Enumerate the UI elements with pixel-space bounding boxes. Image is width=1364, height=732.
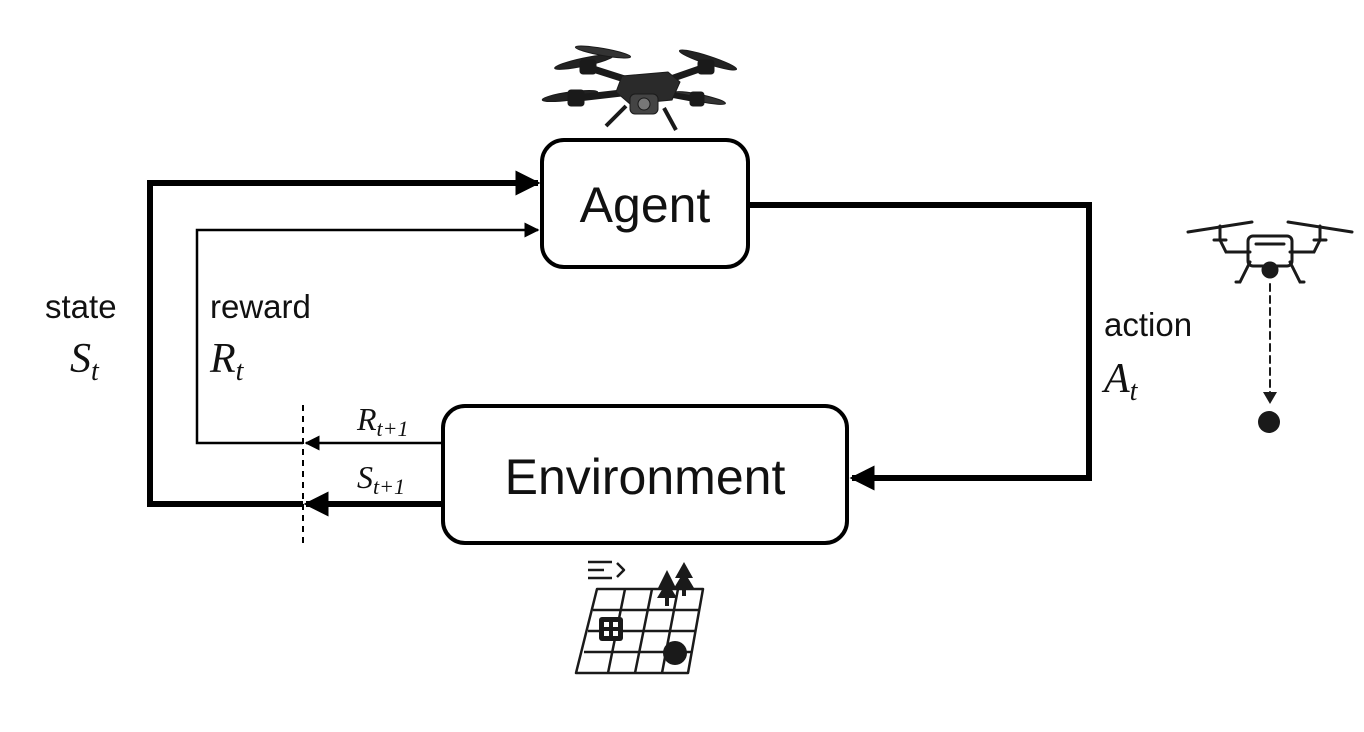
action-symbol: At [1101,356,1139,407]
next-reward-symbol: Rt+1 [356,401,409,441]
environment-label: Environment [505,449,786,505]
reward-symbol: Rt [209,336,245,387]
payload-dot [1258,411,1280,433]
reward-feedback-arrow [195,222,540,445]
building-icon [599,617,623,641]
drone-payload-drop-icon [1186,220,1354,395]
action-word: action [1104,306,1192,343]
state-symbol: St [70,336,100,387]
state-word: state [45,288,117,325]
trees-icon [657,562,694,606]
target-dot-icon [663,641,687,665]
environment-box [441,404,849,545]
state-feedback-arrow [147,170,541,507]
reward-word: reward [210,288,311,325]
action-arrow [748,202,1092,491]
drop-arrowhead [1263,392,1277,404]
next-state-symbol: St+1 [357,459,405,499]
agent-label: Agent [580,177,711,233]
quadcopter-drone-icon [541,45,738,131]
